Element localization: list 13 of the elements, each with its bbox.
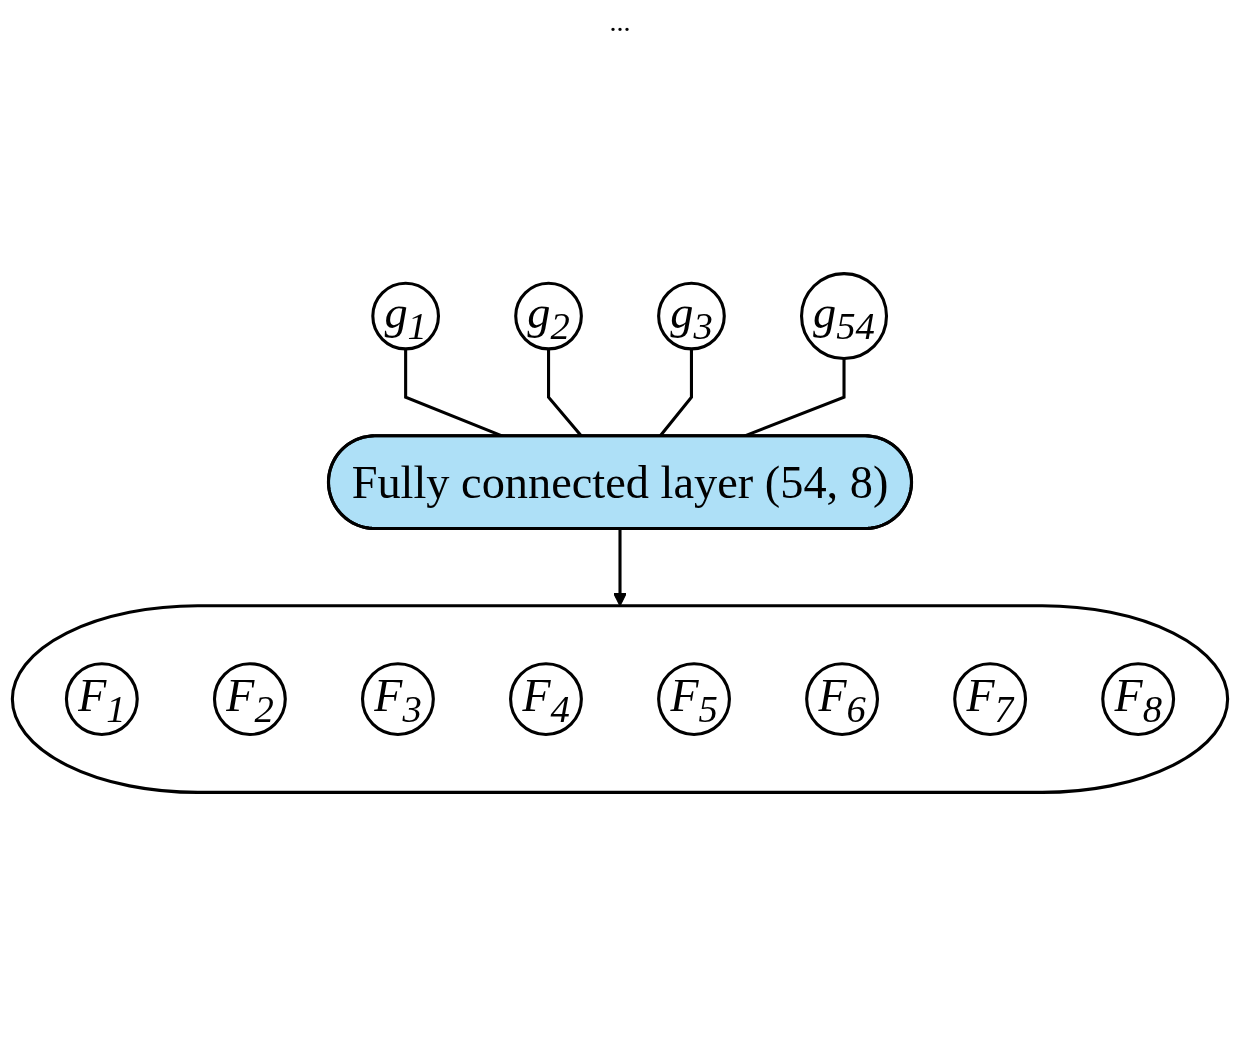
node-circle: F$_{5}$ (657, 662, 731, 737)
node-circle: g$_{2}$ (514, 281, 583, 351)
node-circle: g$_{1}$ (371, 281, 440, 351)
node-circle: F$_{6}$ (805, 662, 879, 737)
node-circle: F$_{1}$ (64, 662, 139, 737)
node-circle: g$_{54}$ (800, 272, 889, 361)
node-circle: F$_{2}$ (212, 662, 287, 737)
node-circle: F$_{4}$ (509, 662, 583, 737)
node-circle: F$_{8}$ (1101, 662, 1176, 737)
node-circle: g$_{3}$ (657, 281, 726, 351)
node-circle: F$_{3}$ (361, 662, 435, 737)
node-circle: F$_{7}$ (953, 662, 1028, 737)
ellipsis-text: ... (609, 6, 631, 37)
